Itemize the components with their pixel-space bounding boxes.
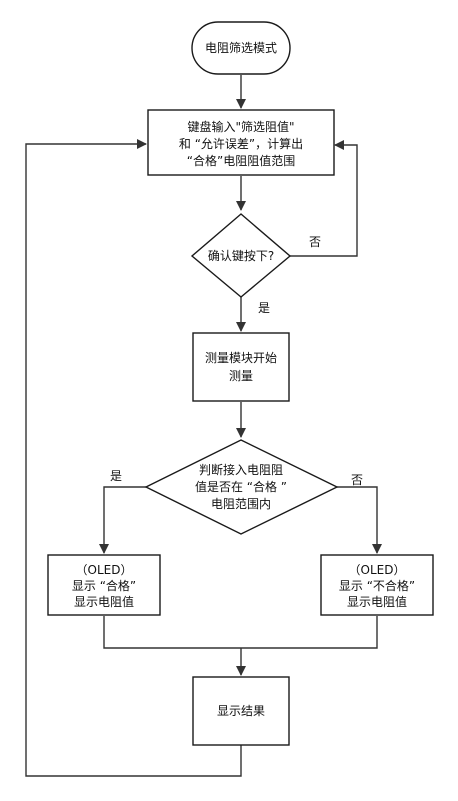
fail-label-line-3: 显示电阻值 (347, 594, 407, 609)
confirm-yes-label: 是 (258, 301, 270, 315)
judge-label-line-3: 电阻范围内 (211, 497, 271, 511)
measure-label-line-2: 测量 (229, 369, 253, 383)
measure-process-shape (192, 332, 290, 402)
measure-label-line-1: 测量模块开始 (205, 351, 277, 365)
input-label-line-1: 键盘输入"筛选阻值" (187, 119, 294, 134)
input-label-line-2: 和 “允许误差”，计算出 (179, 136, 303, 151)
start-label: 电阻筛选模式 (205, 40, 277, 55)
node-result: 显示结果 (192, 676, 290, 746)
node-pass: （OLED） 显示 “合格” 显示电阻值 (47, 554, 161, 616)
fail-process-shape (320, 554, 434, 616)
pass-label-line-3: 显示电阻值 (74, 594, 134, 609)
fail-label-line-1: （OLED） (349, 563, 406, 577)
node-confirm: 确认键按下? (190, 213, 292, 298)
node-judge: 判断接入电阻阻 值是否在 “合格 ” 电阻范围内 (144, 439, 339, 535)
edge-fail-to-merge (241, 616, 378, 649)
node-start: 电阻筛选模式 (191, 21, 291, 75)
input-process-shape (147, 109, 335, 176)
result-label: 显示结果 (217, 704, 265, 718)
connectors (25, 75, 382, 777)
edge-result-loop-back (25, 139, 242, 777)
edge-confirm-no-loop (289, 140, 358, 257)
input-label-line-3: “合格”电阻阻值范围 (187, 153, 295, 168)
pass-process-shape (47, 554, 161, 616)
result-process-shape (192, 676, 290, 746)
confirm-no-label: 否 (309, 235, 321, 249)
edge-judge-no (337, 486, 382, 554)
confirm-label: 确认键按下? (208, 249, 274, 263)
confirm-decision-shape (190, 213, 292, 298)
judge-no-label: 否 (351, 473, 363, 487)
edge-judge-yes (99, 486, 146, 554)
judge-label-line-2: 值是否在 “合格 ” (195, 479, 287, 494)
edge-labels: 否 是 是 否 (110, 235, 363, 487)
pass-label-line-1: （OLED） (76, 563, 133, 577)
node-input: 键盘输入"筛选阻值" 和 “允许误差”，计算出 “合格”电阻阻值范围 (147, 109, 335, 176)
judge-label-line-1: 判断接入电阻阻 (199, 462, 283, 477)
node-measure: 测量模块开始 测量 (192, 332, 290, 402)
start-terminal-shape (191, 21, 291, 75)
judge-yes-label: 是 (110, 469, 122, 483)
fail-label-line-2: 显示 “不合格” (339, 578, 415, 593)
pass-label-line-2: 显示 “合格” (72, 578, 136, 593)
edge-pass-to-merge (103, 616, 241, 649)
node-fail: （OLED） 显示 “不合格” 显示电阻值 (320, 554, 434, 616)
judge-decision-shape (144, 439, 339, 535)
